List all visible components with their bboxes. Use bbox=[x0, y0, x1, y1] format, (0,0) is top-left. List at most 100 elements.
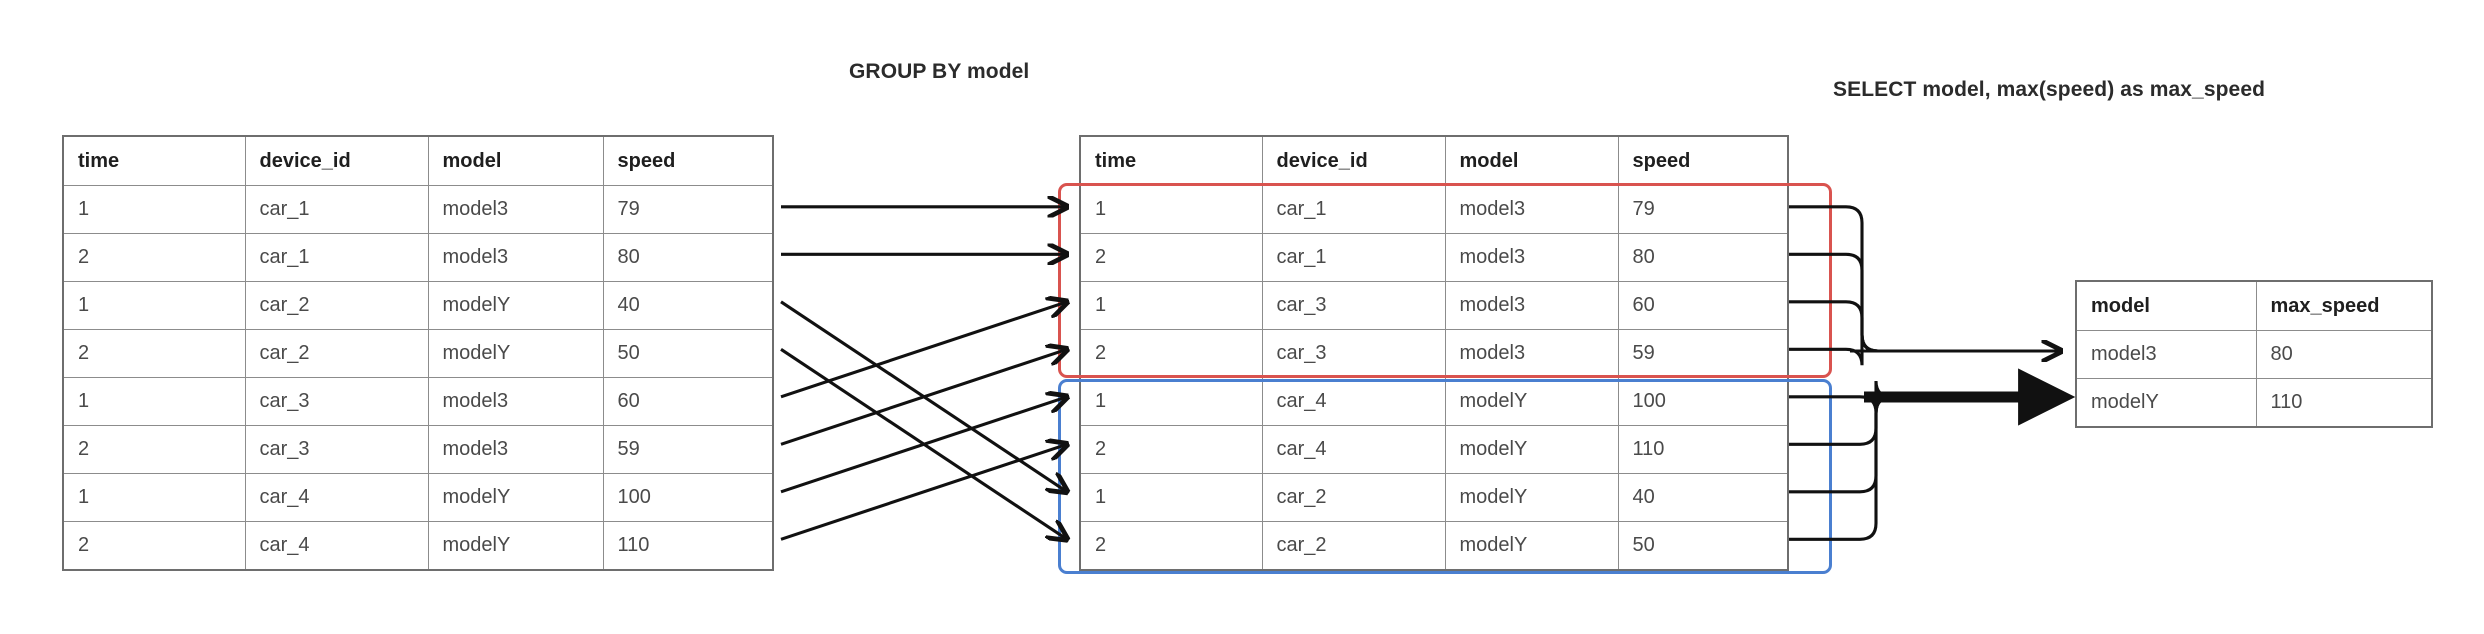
cell-time: 2 bbox=[62, 521, 246, 571]
cell-device_id: car_1 bbox=[244, 185, 429, 234]
cell-max_speed: 80 bbox=[2255, 330, 2433, 379]
column-header-device-id: device_id bbox=[1261, 135, 1446, 186]
select-caption: SELECT model, max(speed) as max_speed bbox=[1833, 78, 2266, 101]
cell-time: 1 bbox=[62, 185, 246, 234]
merge-branch-row-6 bbox=[1789, 395, 1893, 446]
cell-speed: 40 bbox=[1617, 473, 1789, 522]
cell-device_id: car_2 bbox=[244, 281, 429, 330]
cell-model: model3 bbox=[427, 233, 604, 282]
cell-time: 1 bbox=[62, 281, 246, 330]
cell-device_id: car_1 bbox=[1261, 185, 1446, 234]
cell-device_id: car_2 bbox=[244, 329, 429, 378]
cell-model: model3 bbox=[427, 185, 604, 234]
cell-time: 1 bbox=[62, 377, 246, 426]
cell-model: model3 bbox=[427, 425, 604, 474]
cell-model: modelY bbox=[1444, 473, 1619, 522]
cell-model: modelY bbox=[1444, 425, 1619, 474]
cell-time: 2 bbox=[62, 329, 246, 378]
table-header-row: time device_id model speed bbox=[1079, 135, 1789, 186]
cell-time: 2 bbox=[1079, 329, 1263, 378]
cell-model: modelY bbox=[427, 473, 604, 522]
cell-device_id: car_4 bbox=[244, 521, 429, 571]
shuffle-arrow-8-to-6 bbox=[780, 444, 1067, 541]
merge-connectors bbox=[1789, 205, 2076, 541]
merge-branch-row-7 bbox=[1789, 395, 1893, 494]
group-by-caption: GROUP BY model bbox=[849, 60, 1030, 83]
cell-model: model3 bbox=[2075, 330, 2257, 379]
merge-branch-row-4 bbox=[1789, 334, 1879, 366]
cell-speed: 60 bbox=[602, 377, 774, 426]
cell-model: modelY bbox=[427, 329, 604, 378]
cell-model: modelY bbox=[427, 521, 604, 571]
table-header-row: time device_id model speed bbox=[62, 135, 774, 186]
cell-device_id: car_2 bbox=[1261, 521, 1446, 571]
cell-device_id: car_2 bbox=[1261, 473, 1446, 522]
cell-speed: 79 bbox=[602, 185, 774, 234]
cell-speed: 79 bbox=[1617, 185, 1789, 234]
column-header-model: model bbox=[1444, 135, 1619, 186]
cell-model: model3 bbox=[1444, 233, 1619, 282]
cell-time: 1 bbox=[1079, 377, 1263, 426]
cell-device_id: car_1 bbox=[1261, 233, 1446, 282]
cell-device_id: car_3 bbox=[244, 425, 429, 474]
shuffle-arrow-3-to-7 bbox=[780, 300, 1067, 492]
cell-time: 1 bbox=[62, 473, 246, 522]
column-header-model: model bbox=[2075, 280, 2257, 331]
cell-device_id: car_1 bbox=[244, 233, 429, 282]
cell-time: 2 bbox=[1079, 521, 1263, 571]
cell-time: 1 bbox=[1079, 185, 1263, 234]
cell-device_id: car_4 bbox=[1261, 425, 1446, 474]
column-header-time: time bbox=[1079, 135, 1263, 186]
column-header-time: time bbox=[62, 135, 246, 186]
cell-speed: 110 bbox=[602, 521, 774, 571]
cell-model: modelY bbox=[1444, 521, 1619, 571]
cell-time: 1 bbox=[1079, 473, 1263, 522]
shuffle-connectors bbox=[780, 207, 1067, 541]
cell-time: 2 bbox=[1079, 233, 1263, 282]
cell-speed: 100 bbox=[1617, 377, 1789, 426]
cell-speed: 59 bbox=[602, 425, 774, 474]
table-header-row: model max_speed bbox=[2075, 280, 2433, 331]
merge-branch-row-1 bbox=[1789, 205, 1879, 353]
column-header-speed: speed bbox=[602, 135, 774, 186]
cell-time: 1 bbox=[1079, 281, 1263, 330]
merge-branch-row-8 bbox=[1789, 395, 1893, 541]
cell-speed: 60 bbox=[1617, 281, 1789, 330]
shuffle-arrow-6-to-4 bbox=[780, 349, 1067, 446]
cell-device_id: car_4 bbox=[244, 473, 429, 522]
cell-model: model3 bbox=[1444, 185, 1619, 234]
merge-branch-row-3 bbox=[1789, 300, 1879, 353]
cell-speed: 40 bbox=[602, 281, 774, 330]
shuffle-arrow-4-to-8 bbox=[780, 348, 1067, 539]
cell-time: 2 bbox=[62, 425, 246, 474]
cell-time: 2 bbox=[1079, 425, 1263, 474]
cell-speed: 50 bbox=[1617, 521, 1789, 571]
cell-device_id: car_3 bbox=[244, 377, 429, 426]
cell-model: modelY bbox=[2075, 378, 2257, 428]
column-header-model: model bbox=[427, 135, 604, 186]
cell-speed: 80 bbox=[1617, 233, 1789, 282]
cell-model: model3 bbox=[427, 377, 604, 426]
shuffle-arrow-7-to-5 bbox=[780, 397, 1067, 494]
cell-device_id: car_3 bbox=[1261, 329, 1446, 378]
